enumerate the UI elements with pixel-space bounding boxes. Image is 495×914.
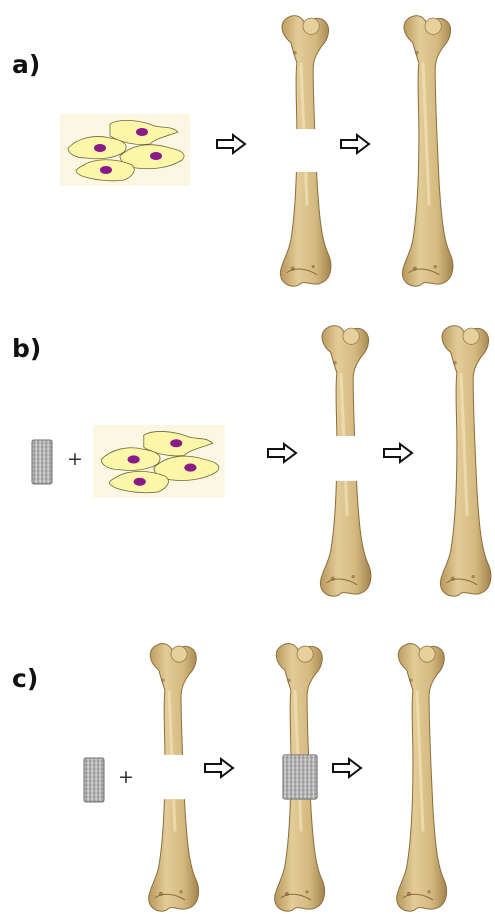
panel-c-label: c) [12, 666, 38, 691]
healed-bone-b [432, 322, 494, 597]
arrow-a1-icon [216, 134, 246, 154]
plus-sign-c: + [118, 768, 134, 787]
arrow-b1-icon [267, 443, 297, 463]
fractured-bone-a [268, 12, 338, 287]
arrow-c2-icon [332, 758, 362, 778]
plus-sign-b: + [67, 450, 83, 469]
arrow-a2-icon [340, 134, 370, 154]
fractured-bone-b [308, 322, 378, 597]
healed-bone-c [384, 640, 454, 912]
healed-bone-a [390, 12, 460, 287]
cell-cluster-a [60, 114, 190, 186]
arrow-b2-icon [383, 443, 413, 463]
cell-cluster-b [93, 425, 225, 498]
panel-b-label: b) [12, 336, 41, 361]
scaffold-c [82, 756, 106, 804]
bone-with-implant-c [262, 640, 332, 912]
scaffold-b [30, 438, 54, 486]
fractured-bone-c [136, 640, 206, 912]
panel-a-label: a) [12, 52, 40, 77]
arrow-c1-icon [204, 758, 234, 778]
